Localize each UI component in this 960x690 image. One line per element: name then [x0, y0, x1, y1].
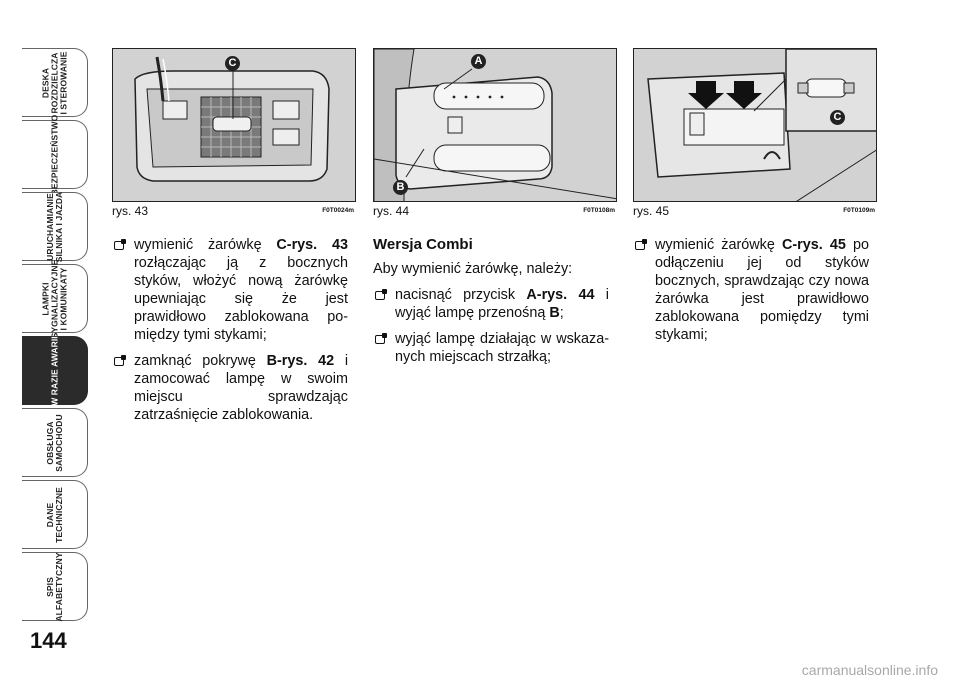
- section-heading: Wersja Combi: [373, 236, 473, 253]
- intro-text: Aby wymienić żarówkę, należy:: [373, 261, 573, 277]
- tab-deska-rozdzielcza[interactable]: DESKA ROZDZIELCZA I STEROWANIE: [22, 48, 88, 117]
- marker-b: B: [393, 180, 408, 195]
- ref-c-rys-45: C-rys. 45: [781, 237, 846, 253]
- figure-45-code: F0T0109m: [843, 207, 875, 214]
- figure-45-image: C: [633, 48, 877, 202]
- watermark-footer: carmanualsonline.info: [801, 662, 938, 678]
- bullet-replace-bulb-combi: wymienić żarówkę C-rys. 45 po odłączeniu…: [633, 236, 869, 344]
- tab-uruchamianie[interactable]: URUCHAMIANIE SILNIKA I JAZDA: [22, 191, 88, 262]
- tab-obsluga[interactable]: OBSŁUGA SAMOCHODU: [22, 408, 88, 477]
- ref-a-rys-44: A-rys. 44: [526, 287, 595, 303]
- tab-dane-techniczne[interactable]: DANE TECHNICZNE: [22, 480, 88, 549]
- tab-lampki[interactable]: LAMPKI SYGNALIZACYJNE I KOMUNIKATY: [22, 259, 88, 338]
- marker-c: C: [225, 56, 240, 71]
- figure-43-number: rys. 43: [112, 204, 149, 218]
- bullet-close-cover: zamknąć pokrywę B-rys. 42 i zamo­cować l…: [112, 352, 348, 424]
- figure-44-image: A B: [373, 48, 617, 202]
- text-column-3: wymienić żarówkę C-rys. 45 po odłączeniu…: [633, 236, 869, 352]
- checkbox-bullet-icon: [114, 355, 126, 366]
- ref-c-rys-43: C-rys. 43: [276, 237, 348, 253]
- checkbox-bullet-icon: [114, 239, 126, 250]
- bullet-replace-bulb: wymienić żarówkę C-rys. 43 rozłą­czając …: [112, 236, 348, 344]
- text-column-2: Wersja Combi Aby wymienić żarówkę, należ…: [373, 236, 609, 374]
- figure-44-number: rys. 44: [373, 204, 410, 218]
- figure-43-code: F0T0024m: [322, 207, 354, 214]
- ref-b-rys-42: B-rys. 42: [266, 353, 335, 369]
- bullet-press-button: nacisnąć przycisk A-rys. 44 i wyjąć lamp…: [373, 286, 609, 322]
- chapter-tabs: DESKA ROZDZIELCZA I STEROWANIE BEZPIECZE…: [22, 48, 90, 624]
- figure-44-code: F0T0108m: [583, 207, 615, 214]
- checkbox-bullet-icon: [375, 333, 387, 344]
- bullet-remove-lamp: wyjąć lampę działając w wskaza­nych miej…: [373, 330, 609, 366]
- checkbox-bullet-icon: [635, 239, 647, 250]
- figure-45-number: rys. 45: [633, 204, 670, 218]
- tab-bezpieczenstwo[interactable]: BEZPIECZEŃSTWO: [22, 114, 88, 195]
- text-column-1: wymienić żarówkę C-rys. 43 rozłą­czając …: [112, 236, 348, 432]
- marker-c: C: [830, 110, 845, 125]
- page-number: 144: [30, 628, 67, 653]
- marker-a: A: [471, 54, 486, 69]
- ref-b: B: [549, 305, 560, 321]
- checkbox-bullet-icon: [375, 289, 387, 300]
- tab-w-razie-awarii[interactable]: W RAZIE AWARII: [22, 336, 88, 405]
- tab-spis-alfabetyczny[interactable]: SPIS ALFABETYCZNY: [22, 552, 88, 621]
- figure-43-image: C: [112, 48, 356, 202]
